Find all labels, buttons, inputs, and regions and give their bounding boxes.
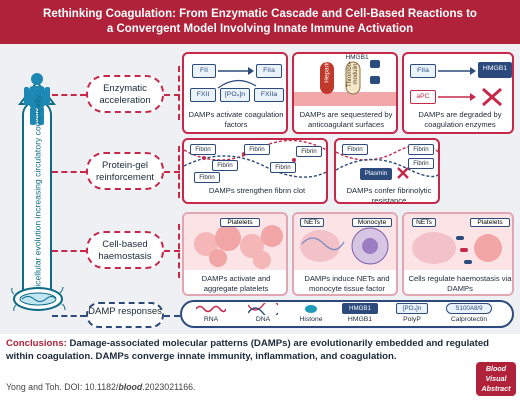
conclusion-body: Damage-associated molecular patterns (DA… — [6, 338, 490, 362]
curved-arrow-icon — [217, 79, 257, 89]
title-text: Rethinking Coagulation: From Enzymatic C… — [43, 8, 477, 35]
caption: DAMPs are degraded by coagulation enzyme… — [418, 110, 502, 129]
rna-icon — [196, 305, 226, 313]
blocked-x-icon — [397, 167, 409, 179]
blocked-x-icon — [482, 87, 502, 107]
fibrin-chip: Fibrin — [212, 160, 238, 171]
nets-label: NETs — [300, 218, 324, 227]
platelets-label: Platelets — [220, 218, 260, 227]
citation: Yong and Toh. DOI: 10.1182/blood.2023021… — [6, 382, 195, 392]
fibrin-chip: Fibrin — [270, 162, 296, 173]
thrombomodulin-label: Thrombo-modulin — [347, 61, 359, 88]
fibrin-chip: Fibrin — [342, 144, 368, 155]
row-label-damp: DAMP responses — [86, 302, 164, 328]
connector — [52, 94, 86, 96]
connector — [164, 315, 180, 317]
caption: DAMPs are sequestered by anticoagulant s… — [299, 110, 393, 129]
panel-platelets: Platelets DAMPs activate and aggregate p… — [182, 212, 288, 296]
fibrin-network-illustration — [336, 144, 438, 178]
legend-calprotectin: Calprotectin — [450, 316, 488, 323]
arrow-icon — [218, 67, 254, 75]
fxii-chip: FXII — [190, 88, 216, 102]
nets-label: NETs — [412, 218, 436, 227]
cleave-arrow-icon — [438, 93, 476, 101]
caption: DAMPs activate coagulation factors — [188, 110, 284, 129]
calprotectin-chip: S100A8/9 — [446, 303, 492, 314]
caption: DAMPs activate and aggregate platelets — [201, 274, 271, 293]
fiia-chip: FIIa — [410, 64, 436, 78]
conclusion-text: Conclusions: Damage-associated molecular… — [6, 338, 514, 364]
human-figure-icon — [24, 73, 50, 125]
legend-histone: Histone — [299, 316, 323, 323]
connector — [164, 250, 180, 252]
apc-chip: aPC — [410, 90, 436, 104]
connector — [52, 250, 86, 252]
connector — [164, 171, 180, 173]
conclusion-label: Conclusions: — [6, 338, 67, 349]
caption: Cells regulate haemostasis via DAMPs — [408, 274, 512, 293]
fibrin-chip: Fibrin — [408, 158, 434, 169]
polyp-chip: [PO₄]n — [396, 303, 428, 314]
panel-fibrin-clot: Fibrin Fibrin Fibrin Fibrin Fibrin Fibri… — [182, 138, 328, 204]
panel-fibrinolytic: Fibrin Fibrin Fibrin Plasmin DAMPs confe… — [334, 138, 440, 204]
fxiia-chip: FXIIa — [254, 88, 284, 102]
histone-icon — [305, 305, 317, 313]
panel-activate-factors: FII FIIa FXII [PO₄]n FXIIa DAMPs activat… — [182, 52, 288, 134]
caption: DAMPs induce NETs and monocyte tissue fa… — [304, 274, 390, 293]
panel-nets-monocyte: NETs Monocyte DAMPs induce NETs and mono… — [292, 212, 398, 296]
panel-sequestered: Heparin Thrombo-modulin HMGB1 DAMPs are … — [292, 52, 398, 134]
connector — [52, 315, 86, 317]
endothelium-illustration — [294, 60, 396, 106]
panel-cells-regulate: NETs Platelets Cells regulate haemostasi… — [402, 212, 514, 296]
row-label-enzymatic: Enzymatic acceleration — [86, 75, 164, 113]
dna-icon — [248, 303, 278, 315]
citation-journal: blood — [118, 382, 143, 392]
connector — [178, 224, 180, 278]
legend-polyp: PolyP — [403, 316, 421, 323]
row-label-protein-gel: Protein-gel reinforcement — [86, 152, 164, 190]
connector — [178, 66, 180, 120]
panel-degraded: FIIa HMGB1 aPC DAMPs are degraded by coa… — [402, 52, 514, 134]
connector — [178, 146, 180, 198]
fibrin-chip: Fibrin — [194, 172, 220, 183]
citation-authors: Yong and Toh. DOI: 10.1182/ — [6, 382, 119, 392]
platelet-cluster-illustration — [184, 214, 286, 270]
platelets-label: Platelets — [470, 218, 510, 227]
legend-dna: DNA — [255, 316, 271, 323]
heparin-label: Heparin — [323, 60, 331, 83]
evolution-arrow-pill — [22, 100, 52, 305]
bacterium-icon — [11, 286, 66, 312]
plasmin-chip: Plasmin — [360, 168, 392, 180]
connector — [52, 171, 86, 173]
fibrin-chip: Fibrin — [244, 144, 270, 155]
hmgb1-chip: HMGB1 — [342, 303, 378, 314]
hmgb1-chip: HMGB1 — [478, 62, 512, 78]
fibrin-chip: Fibrin — [408, 144, 434, 155]
citation-rest: .2023021166. — [142, 382, 196, 392]
fiia-chip: FIIa — [256, 64, 282, 78]
hmgb1-label: HMGB1 — [345, 54, 369, 61]
connector — [164, 94, 180, 96]
caption: DAMPs strengthen fibrin clot — [208, 186, 306, 195]
damp-legend: RNA DNA Histone HMGB1 HMGB1 [PO₄]n PolyP… — [180, 300, 514, 328]
blood-visual-abstract-badge: Blood Visual Abstract — [476, 362, 516, 396]
fibrin-chip: Fibrin — [296, 146, 322, 157]
legend-hmgb1: HMGB1 — [347, 316, 373, 323]
polyp-chip: [PO₄]n — [220, 88, 250, 102]
cleave-arrow-icon — [438, 67, 476, 75]
fii-chip: FII — [192, 64, 216, 78]
title-banner: Rethinking Coagulation: From Enzymatic C… — [0, 0, 520, 44]
fibrin-chip: Fibrin — [190, 144, 216, 155]
evolution-label: Multicellular evolution increasing circu… — [32, 94, 42, 303]
monocyte-label: Monocyte — [352, 218, 392, 227]
row-label-cell-based: Cell-based haemostasis — [86, 231, 164, 269]
legend-rna: RNA — [203, 316, 219, 323]
caption: DAMPs confer fibrinolytic resistance — [346, 186, 432, 204]
